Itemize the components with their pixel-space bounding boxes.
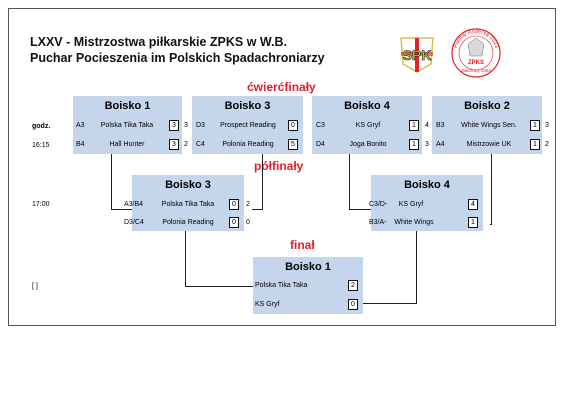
score-box: 3 (169, 139, 179, 150)
pitch-name: Boisko 1 (104, 100, 151, 112)
seed-code: C4 (196, 141, 205, 148)
pitch-name: Boisko 3 (224, 100, 271, 112)
time-quarterfinals: 16:15 (32, 142, 50, 149)
seed-code: A3 (76, 122, 85, 129)
bracket-frame (8, 8, 556, 326)
team-name: White Wings Sen. (461, 122, 517, 129)
seed-code: B3/A- (369, 219, 387, 226)
connector-line (111, 209, 132, 210)
penalty-score: 0 (246, 219, 250, 226)
team-name: Prospect Reading (220, 122, 276, 129)
final-match: Boisko 1 Polska Tika Taka 2 KS Gryf 0 (253, 257, 363, 314)
quarterfinal-match: Boisko 3 D3 Prospect Reading 0 C4 Poloni… (192, 96, 303, 154)
spk-logo: SPK (393, 36, 441, 74)
penalty-score: 4 (425, 122, 429, 129)
stage-label-quarterfinals: ćwierćfinały (247, 80, 316, 94)
penalty-score: 2 (246, 201, 250, 208)
team-name: Joga Bonito (349, 141, 387, 148)
team-name: Hall Hunter (109, 141, 145, 148)
connector-line (349, 209, 371, 210)
seed-code: A3/B4 (124, 201, 144, 208)
score-box: 3 (169, 120, 179, 131)
connector-line (349, 154, 350, 210)
pitch-name: Boisko 4 (344, 100, 390, 112)
connector-line (491, 154, 492, 225)
team-name: Polska Tika Taka (255, 282, 308, 289)
connector-line (185, 231, 186, 287)
penalty-score: 3 (545, 122, 549, 129)
connector-line (185, 286, 253, 287)
team-name: Polonia Reading (222, 141, 274, 148)
connector-line (111, 154, 112, 210)
stage-label-semifinals: półfinały (254, 159, 304, 173)
seed-code: D3 (196, 122, 205, 129)
penalty-score: 3 (425, 141, 429, 148)
pitch-name: Boisko 3 (165, 179, 211, 191)
team-name: Polska Tika Taka (161, 201, 215, 208)
quarterfinal-match: Boisko 1 A3 Polska Tika Taka 3 B4 Hall H… (73, 96, 182, 154)
seed-code: D4 (316, 141, 325, 148)
seed-code: B4 (76, 141, 85, 148)
quarterfinal-match: Boisko 4 C3 KS Gryf 1 D4 Joga Bonito 1 (312, 96, 422, 154)
team-name: KS Gryf (355, 122, 381, 129)
penalty-score: 2 (184, 141, 188, 148)
score-box: 0 (229, 199, 239, 210)
puchar-andersa-logo: Puchar Andersa 2023 ZPKS Założony 1953 (450, 26, 502, 80)
team-name: KS Gryf (398, 201, 424, 208)
time-final: [ ] (32, 283, 38, 290)
team-name: KS Gryf (255, 301, 280, 308)
connector-line (262, 154, 263, 210)
score-box: 1 (409, 120, 419, 131)
penalty-score: 3 (184, 122, 188, 129)
time-column-label: godz. (32, 123, 51, 130)
team-name: Polonia Reading (162, 219, 214, 226)
spk-logo-text: SPK (403, 47, 432, 63)
pitch-name: Boisko 2 (464, 100, 510, 112)
score-box: 0 (288, 120, 298, 131)
score-box: 5 (288, 139, 298, 150)
title-line-1: LXXV - Mistrzostwa piłkarskie ZPKS w W.B… (30, 35, 288, 49)
pitch-name: Boisko 4 (404, 179, 450, 191)
quarterfinal-match: Boisko 2 B3 White Wings Sen. 1 A4 Mistrz… (432, 96, 542, 154)
time-semifinals: 17:00 (32, 201, 50, 208)
score-box: 0 (229, 217, 239, 228)
semifinal-match: Boisko 3 A3/B4 Polska Tika Taka 0 D3/C4 … (124, 175, 244, 231)
penalty-score: 2 (545, 141, 549, 148)
team-name: White Wings (394, 219, 434, 226)
score-box: 1 (530, 139, 540, 150)
svg-text:ZPKS: ZPKS (468, 60, 484, 66)
connector-line (252, 209, 263, 210)
svg-text:Założony 1953: Założony 1953 (461, 68, 491, 73)
score-box: 1 (530, 120, 540, 131)
title-line-2: Puchar Pocieszenia im Polskich Spadachro… (30, 51, 325, 65)
seed-code: C3 (316, 122, 325, 129)
score-box: 1 (468, 217, 478, 228)
team-name: Mistrzowie UK (466, 141, 512, 148)
pitch-name: Boisko 1 (285, 261, 331, 273)
stage-label-final: finał (290, 238, 315, 252)
connector-line (363, 303, 417, 304)
semifinal-match: Boisko 4 C3/D- KS Gryf 4 B3/A- White Win… (369, 175, 483, 231)
connector-line (416, 231, 417, 304)
team-name: Polska Tika Taka (100, 122, 154, 129)
score-box: 0 (348, 299, 358, 310)
score-box: 4 (468, 199, 478, 210)
score-box: 1 (409, 139, 419, 150)
seed-code: A4 (436, 141, 445, 148)
seed-code: D3/C4 (124, 219, 144, 226)
score-box: 2 (348, 280, 358, 291)
seed-code: C3/D- (369, 201, 388, 208)
seed-code: B3 (436, 122, 445, 129)
connector-line (490, 224, 492, 225)
